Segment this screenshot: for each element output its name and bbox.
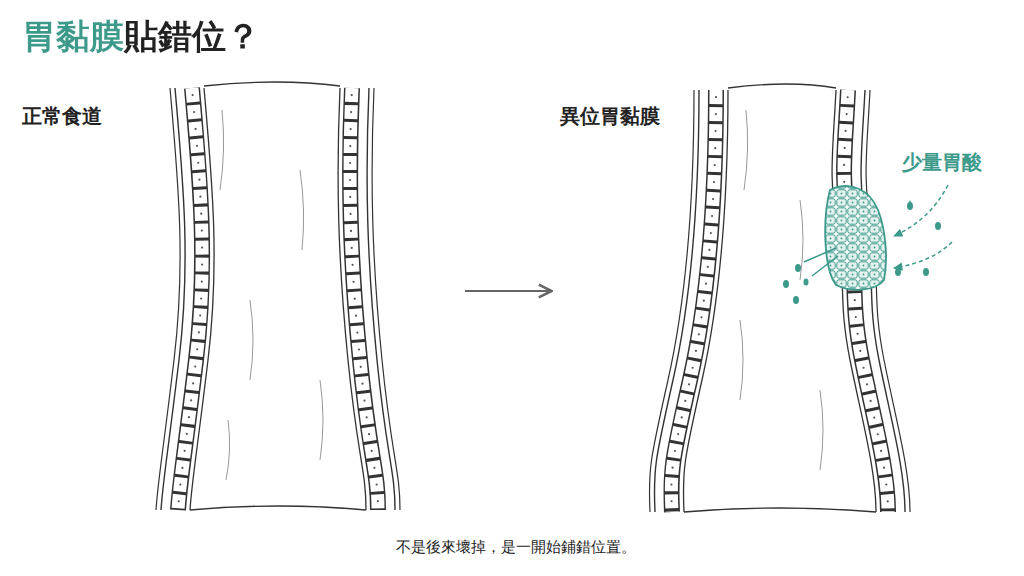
section-heading: 正常食道 [22, 104, 102, 128]
acid-label: 少量胃酸 [902, 150, 982, 174]
caption: 不是後來壞掉，是一開始鋪錯位置。 [4, 538, 1024, 556]
title: 胃黏膜貼錯位？ [22, 16, 260, 57]
acid-arrows [804, 185, 952, 276]
acid-drops [783, 200, 941, 304]
transition-arrow [465, 290, 550, 292]
gastric-mucosa-patch [815, 175, 895, 300]
section-heading: 異位胃黏膜 [560, 104, 660, 128]
normal-esophagus [156, 82, 400, 510]
ectopic-esophagus [649, 84, 910, 512]
